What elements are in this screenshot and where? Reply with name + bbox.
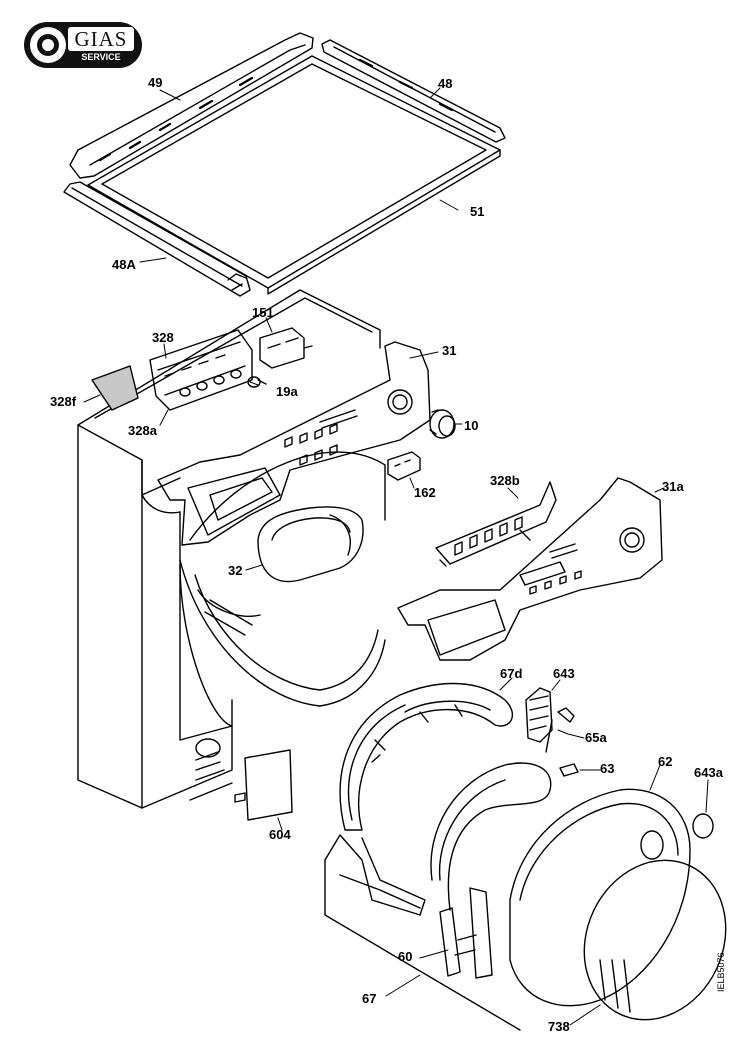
- cover-604: [234, 749, 293, 821]
- label-part-63: 63: [600, 761, 615, 776]
- label-part-60: 60: [398, 949, 413, 964]
- door-handle-32: [257, 506, 364, 583]
- door-hinge-ring-67d: [339, 682, 514, 831]
- label-part-151: 151: [252, 305, 274, 320]
- card-328f: [91, 365, 139, 411]
- leader-lines: [83, 87, 709, 1026]
- label-part-643: 643: [553, 666, 575, 681]
- door-outer-ring-62: [509, 788, 691, 1007]
- label-part-62: 62: [658, 754, 673, 769]
- label-part-67d: 67d: [500, 666, 523, 681]
- label-part-328: 328: [152, 330, 174, 345]
- control-panel-31: [157, 341, 431, 546]
- label-part-51: 51: [470, 204, 485, 219]
- front-panel: [179, 451, 386, 781]
- label-part-328f: 328f: [50, 394, 77, 409]
- door-frame-67: [324, 834, 521, 1031]
- label-part-643a: 643a: [694, 765, 723, 780]
- label-part-162: 162: [414, 485, 436, 500]
- door-inner-ring-63: [430, 762, 579, 911]
- drawing-reference-code: IELB5076: [716, 952, 726, 992]
- knob-10: [429, 409, 456, 439]
- label-part-32: 32: [228, 563, 243, 578]
- label-part-604: 604: [269, 827, 291, 842]
- control-panel-31a: [397, 477, 663, 661]
- label-part-738: 738: [548, 1019, 570, 1034]
- worktop-front-trim-48A: [63, 181, 251, 297]
- label-part-49: 49: [148, 75, 163, 90]
- fastener-19a: [247, 376, 267, 388]
- hinge-cover-643: [525, 687, 553, 743]
- connector-162: [387, 451, 421, 481]
- pin-65a: [545, 707, 575, 753]
- gias-service-logo: GIAS SERVICE: [24, 22, 142, 68]
- switch-151: [259, 327, 313, 369]
- label-part-328a: 328a: [128, 423, 157, 438]
- hinge-60: [439, 887, 493, 979]
- label-part-48A: 48A: [112, 257, 136, 272]
- label-part-31a: 31a: [662, 479, 684, 494]
- label-part-328b: 328b: [490, 473, 520, 488]
- label-part-10: 10: [464, 418, 479, 433]
- worktop-panel-51: [87, 55, 501, 295]
- plug-643a: [692, 813, 714, 839]
- pcb-board-328b: [435, 481, 557, 567]
- door-glass-738: [583, 859, 727, 1021]
- label-part-65a: 65a: [585, 730, 607, 745]
- pcb-board-328: [149, 329, 253, 411]
- logo-emblem-icon: [30, 27, 66, 63]
- cabinet-body: [77, 289, 381, 809]
- worktop-rear-frame-49: [69, 32, 314, 179]
- worktop-side-rail-48: [321, 39, 506, 143]
- label-part-31: 31: [442, 343, 457, 358]
- logo-subtitle-text: SERVICE: [81, 52, 121, 62]
- label-part-19a: 19a: [276, 384, 298, 399]
- label-part-48: 48: [438, 76, 453, 91]
- logo-brand-text: GIAS: [68, 27, 134, 51]
- label-part-67: 67: [362, 991, 377, 1006]
